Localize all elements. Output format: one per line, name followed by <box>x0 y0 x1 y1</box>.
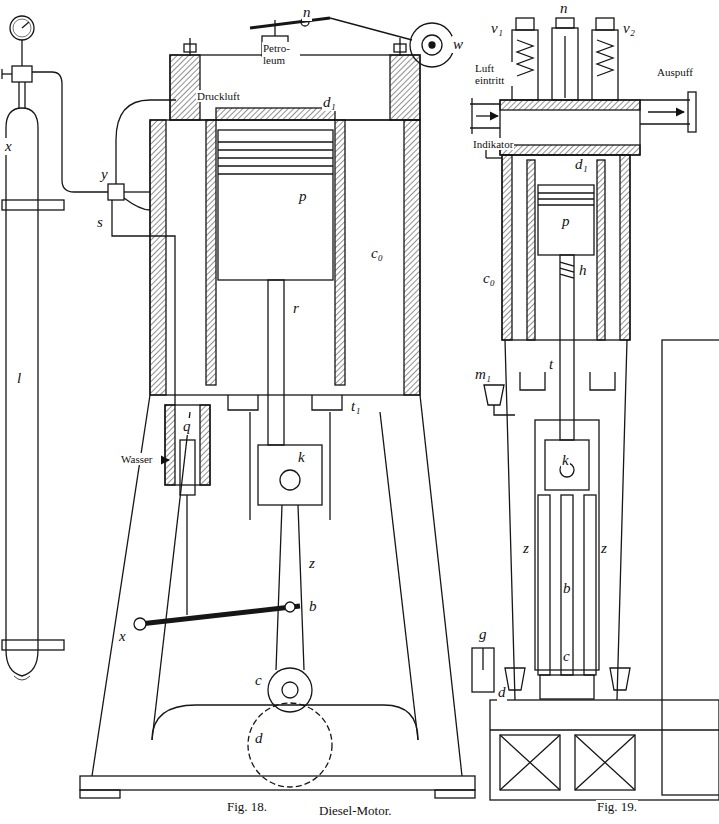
callout-letter: c <box>254 672 263 689</box>
callout-letter: h <box>578 262 588 279</box>
part-label: Wasser <box>120 453 154 465</box>
caption: Diesel-Motor. <box>318 804 393 818</box>
callout-letter: k <box>297 449 306 466</box>
callout-letter: z <box>600 540 608 557</box>
callout-letter: p <box>561 213 571 230</box>
callout-letter: b <box>308 598 318 615</box>
callout-letter: q <box>182 418 192 435</box>
callout-letter: k <box>561 452 570 469</box>
part-label: Auspuff <box>656 66 694 78</box>
callout-letter: d <box>497 684 507 701</box>
figure-number: Fig. 19. <box>596 800 638 814</box>
part-label: Petro- leum <box>262 42 300 66</box>
callout-letter: z <box>308 555 316 572</box>
callout-letter: y <box>100 166 109 183</box>
callout-letter: n <box>302 4 312 21</box>
callout-letter: w <box>452 36 464 53</box>
callout-letter: d₁ <box>322 94 337 111</box>
figure-number: Fig. 18. <box>226 800 268 814</box>
callout-letter: x <box>4 138 13 155</box>
callout-letter: c <box>562 648 571 665</box>
callout-letter: m₁ <box>474 366 492 383</box>
callout-letter: d₁ <box>574 156 589 173</box>
callout-letter: n <box>559 0 569 17</box>
callout-letter: r <box>292 300 300 317</box>
callout-letter: p <box>298 188 308 205</box>
callout-letter: g <box>478 626 488 643</box>
callout-letter: t <box>548 356 554 373</box>
part-label: Indikator <box>472 138 514 150</box>
callout-letter: v₁ <box>490 20 504 37</box>
callout-letter: c₀ <box>370 245 384 262</box>
callout-letter: c₀ <box>482 270 496 287</box>
callout-letter: d <box>254 730 264 747</box>
callout-letter: z <box>522 540 530 557</box>
part-label: Druckluft <box>196 90 241 102</box>
part-label: Luft eintritt <box>474 62 516 86</box>
callout-letter: b <box>562 580 572 597</box>
callout-letter: s <box>96 214 104 231</box>
callout-letter: t₁ <box>350 398 361 415</box>
callout-letter: v₂ <box>622 20 636 37</box>
callout-letter: l <box>16 370 22 387</box>
callout-letter: x <box>118 628 127 645</box>
